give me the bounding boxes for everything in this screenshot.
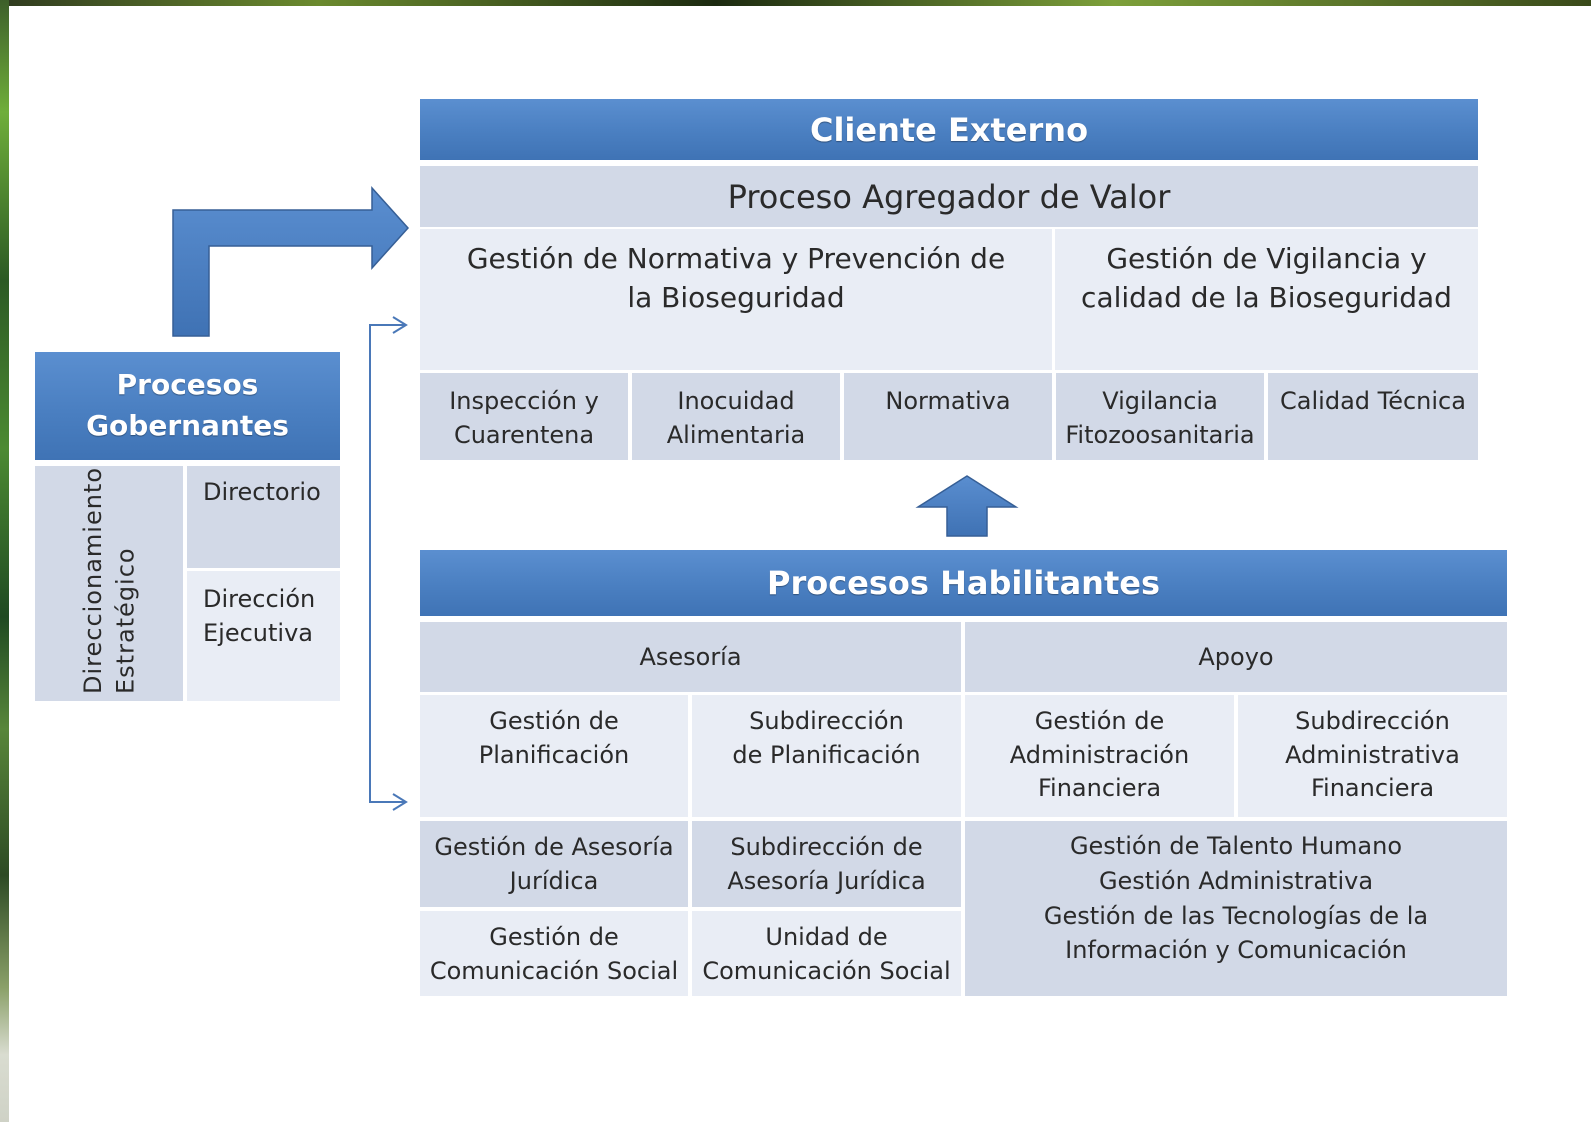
apoyo-item-talento-humano: Gestión de Talento Humano bbox=[1069, 832, 1403, 860]
apoyo-item-gestion-administrativa: Gestión Administrativa bbox=[1098, 866, 1374, 895]
direccion-ejecutiva-cell: Dirección Ejecutiva bbox=[187, 571, 340, 701]
background-edge-top bbox=[0, 0, 1591, 6]
unit-calidad-tecnica: Calidad Técnica bbox=[1268, 373, 1478, 460]
procesos-habilitantes-header: Procesos Habilitantes bbox=[420, 550, 1507, 616]
unit-inocuidad-alimentaria: Inocuidad Alimentaria bbox=[632, 373, 840, 460]
unidad-comunicacion-social-cell: Unidad de Comunicación Social bbox=[692, 911, 961, 996]
group-normativa-prevencion: Gestión de Normativa y Prevención de la … bbox=[420, 229, 1052, 370]
unit-normativa: Normativa bbox=[844, 373, 1052, 460]
apoyo-item-tecnologias: Gestión de las Tecnologías de la Informa… bbox=[1043, 901, 1429, 965]
group-vigilancia-calidad: Gestión de Vigilancia y calidad de la Bi… bbox=[1055, 229, 1478, 370]
procesos-gobernantes-header: Procesos Gobernantes bbox=[35, 352, 340, 460]
direccionamiento-estrategico-cell: Direccionamiento Estratégico bbox=[35, 466, 183, 701]
cliente-externo-header: Cliente Externo bbox=[420, 99, 1478, 160]
gestion-asesoria-juridica-cell: Gestión de Asesoría Jurídica bbox=[420, 821, 688, 907]
unit-vigilancia-fitozoosanitaria: Vigilancia Fitozoosanitaria bbox=[1056, 373, 1264, 460]
gestion-administracion-financiera-cell: Gestión de Administración Financiera bbox=[965, 695, 1234, 817]
gestion-comunicacion-social-cell: Gestión de Comunicación Social bbox=[420, 911, 688, 996]
proceso-agregador-header: Proceso Agregador de Valor bbox=[420, 166, 1478, 227]
subdireccion-asesoria-juridica-cell: Subdirección de Asesoría Jurídica bbox=[692, 821, 961, 907]
background-edge-left bbox=[0, 0, 9, 1122]
apoyo-list-cell: Gestión de Talento Humano Gestión Admini… bbox=[965, 821, 1507, 996]
section-asesoria: Asesoría bbox=[420, 622, 961, 692]
subdireccion-planificacion-cell: Subdirección de Planificación bbox=[692, 695, 961, 817]
unit-inspeccion-cuarentena: Inspección y Cuarentena bbox=[420, 373, 628, 460]
section-apoyo: Apoyo bbox=[965, 622, 1507, 692]
gestion-planificacion-cell: Gestión de Planificación bbox=[420, 695, 688, 817]
directorio-cell: Directorio bbox=[187, 466, 340, 568]
subdireccion-administrativa-financiera-cell: Subdirección Administrativa Financiera bbox=[1238, 695, 1507, 817]
